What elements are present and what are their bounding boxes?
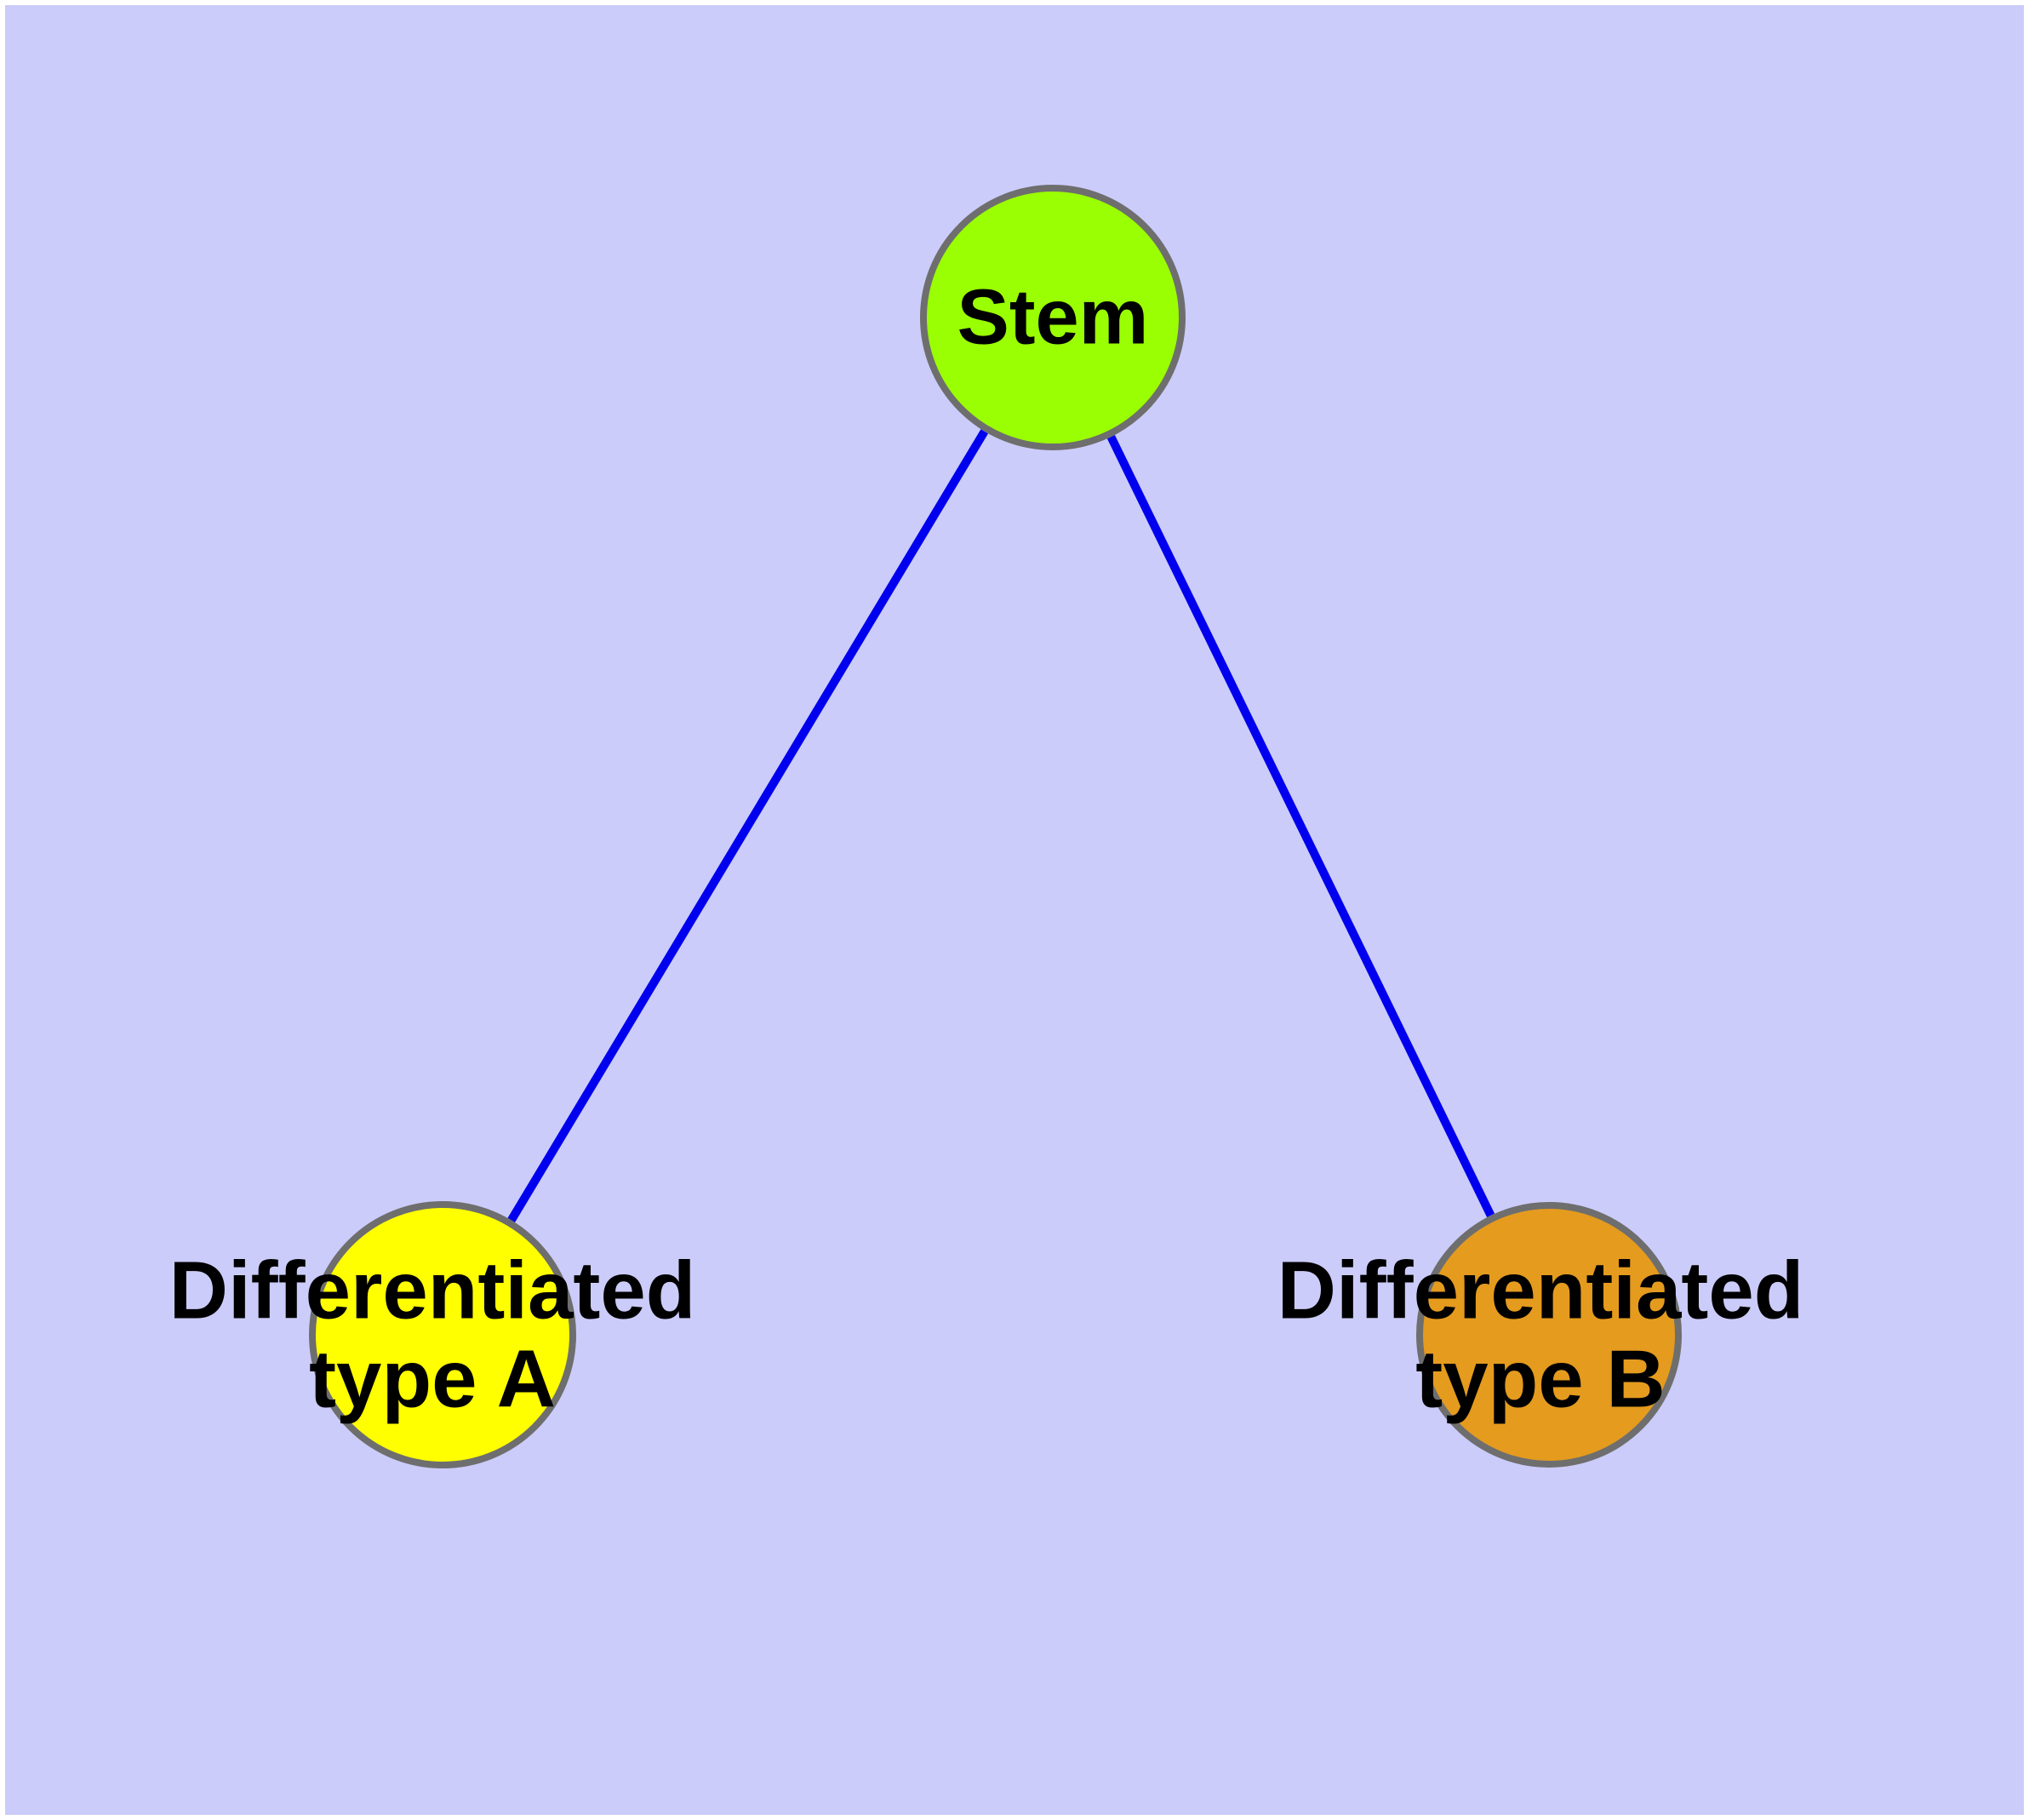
graph-node-diff_b[interactable] xyxy=(1416,1202,1682,1468)
edges-layer xyxy=(507,429,1495,1222)
graph-node-diff_a[interactable] xyxy=(309,1201,576,1468)
graph-edge-stem-to-a xyxy=(507,429,989,1222)
nodes-layer xyxy=(309,185,1682,1468)
graph-edge-stem-to-b xyxy=(1106,435,1495,1217)
graph-node-stem[interactable] xyxy=(920,185,1186,450)
